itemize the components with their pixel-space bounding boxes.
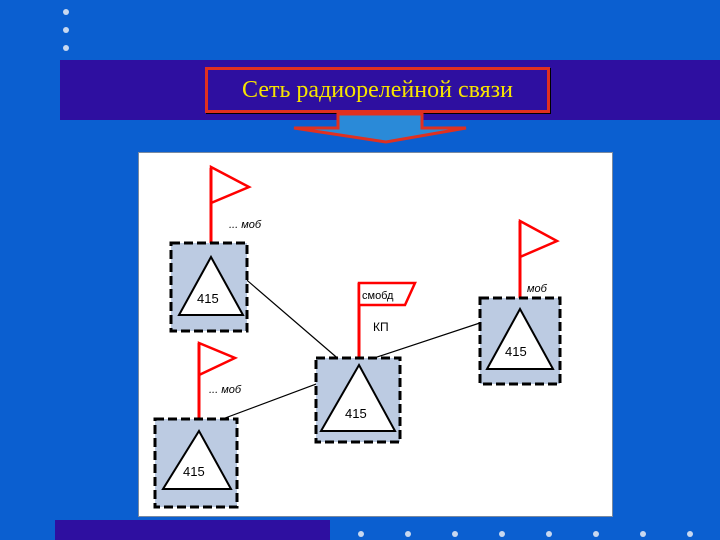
station-label: КП [373,320,389,334]
station-unit: 415 [197,291,219,306]
station-unit: 415 [505,344,527,359]
station-label: ... моб [209,384,242,396]
station-unit: 415 [345,406,367,421]
flag-label: смобд [362,290,394,302]
flag-icon [357,281,417,307]
decor-dot [63,45,69,51]
station-triangle [161,429,233,490]
station-center: смобд КП 415 [314,281,417,444]
decor-dot [499,531,505,537]
flag-icon [518,218,560,259]
flag-icon [197,341,239,377]
decor-dot [546,531,552,537]
down-arrow-icon [293,112,467,144]
diagram-panel: ... моб 415 ... моб 415 смобд КП 415 [138,152,613,517]
footer-band [55,520,330,540]
decor-dot [640,531,646,537]
station-nw: ... моб 415 [169,164,262,333]
station-triangle [485,306,555,370]
network-diagram: ... моб 415 ... моб 415 смобд КП 415 [153,164,562,509]
decor-dot [63,27,69,33]
station-sw: ... моб 415 [153,341,242,509]
station-unit: 415 [183,464,205,479]
station-label: моб [527,283,548,295]
station-label: ... моб [229,219,262,231]
decor-dot [593,531,599,537]
flag-icon [209,164,252,205]
slide-title: Сеть радиорелейной связи [242,76,513,103]
decor-dot [358,531,364,537]
title-box: Сеть радиорелейной связи [205,67,550,113]
decor-dot [405,531,411,537]
decor-dot [452,531,458,537]
decor-dot [63,9,69,15]
decor-dot [687,531,693,537]
station-triangle [319,362,397,432]
station-triangle [177,254,245,316]
station-east: моб 415 [478,218,562,386]
